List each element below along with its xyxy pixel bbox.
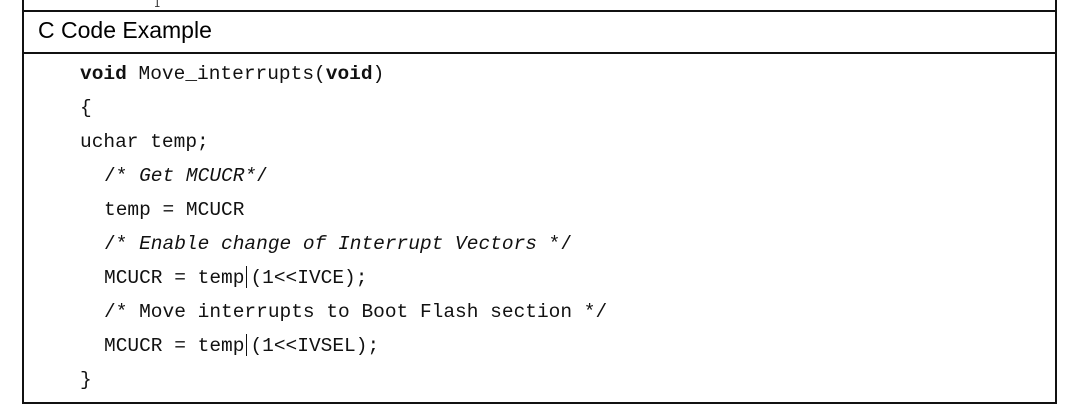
statement-left: MCUCR = temp xyxy=(104,267,245,289)
close-paren: ) xyxy=(372,63,385,85)
code-line-open-brace: { xyxy=(80,97,92,119)
statement-right: (1<<IVSEL); xyxy=(250,335,380,357)
code-line-close-brace: } xyxy=(80,369,92,391)
table-header: C Code Example xyxy=(24,12,1055,54)
comment-text: Enable change of Interrupt Vectors xyxy=(139,233,537,255)
code-line-comment-move: /* Move interrupts to Boot Flash section… xyxy=(104,301,608,323)
statement-left: MCUCR = temp xyxy=(104,335,245,357)
text-cursor-icon: I xyxy=(154,0,161,10)
comment-text: Get MCUCR* xyxy=(139,165,257,187)
comment-close: */ xyxy=(536,233,573,255)
comment-open: /* xyxy=(104,165,140,187)
code-line-declaration: uchar temp; xyxy=(80,131,209,153)
code-line-comment-get: /* Get MCUCR*/ xyxy=(104,164,268,188)
bitwise-or-bar xyxy=(246,334,248,356)
bitwise-or-bar xyxy=(246,266,248,288)
comment-close: / xyxy=(256,165,268,187)
keyword-void-param: void xyxy=(325,63,373,85)
code-line-function-signature: void Move_interrupts(void) xyxy=(80,62,384,86)
code-line-set-ivce: MCUCR = temp(1<<IVCE); xyxy=(104,266,367,290)
code-line-comment-enable: /* Enable change of Interrupt Vectors */ xyxy=(104,232,572,256)
table-top-rule xyxy=(22,10,1057,12)
code-line-assign-temp: temp = MCUCR xyxy=(104,199,245,221)
table-title: C Code Example xyxy=(38,17,212,43)
code-line-set-ivsel: MCUCR = temp(1<<IVSEL); xyxy=(104,334,379,358)
comment-open: /* xyxy=(104,233,140,255)
statement-right: (1<<IVCE); xyxy=(250,267,368,289)
function-name: Move_interrupts( xyxy=(126,63,326,85)
code-example-table xyxy=(22,0,1057,404)
keyword-void: void xyxy=(80,63,127,85)
